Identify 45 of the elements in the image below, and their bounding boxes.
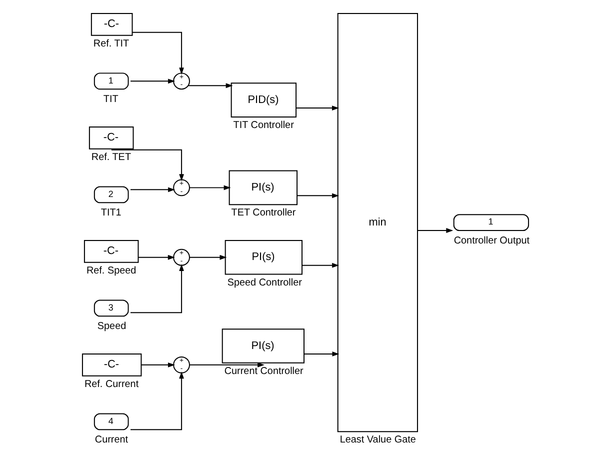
node-box: -C- bbox=[82, 353, 142, 376]
node-box: PID(s) bbox=[230, 82, 297, 118]
arrow bbox=[130, 264, 184, 314]
arrow bbox=[189, 185, 231, 190]
node-label: TIT Controller bbox=[233, 120, 294, 131]
node-box: -C- bbox=[84, 240, 139, 263]
arrow bbox=[130, 78, 176, 84]
node-box: 2 bbox=[94, 186, 129, 204]
node-label: Least Value Gate bbox=[340, 434, 416, 446]
arrow bbox=[189, 254, 227, 260]
arrow bbox=[130, 187, 176, 192]
node-label: Ref. Current bbox=[84, 378, 139, 390]
node-label: Current Controller bbox=[224, 366, 304, 377]
arrow bbox=[296, 193, 340, 198]
arrow bbox=[130, 372, 184, 430]
node-box: 3 bbox=[94, 300, 129, 317]
arrow bbox=[132, 32, 184, 75]
node-label: Ref. Speed bbox=[86, 265, 136, 276]
arrow bbox=[417, 228, 454, 233]
arrow bbox=[188, 83, 233, 88]
node-label: TIT1 bbox=[100, 208, 122, 219]
arrow bbox=[189, 362, 265, 368]
node-box: 4 bbox=[94, 413, 129, 430]
node-label: Speed Controller bbox=[227, 277, 302, 288]
node-box: -C- bbox=[88, 126, 134, 150]
arrow bbox=[138, 254, 175, 260]
node-box: PI(s) bbox=[224, 240, 303, 275]
node-label: Current bbox=[94, 434, 128, 446]
arrow bbox=[110, 149, 184, 182]
node-box: -C- bbox=[90, 12, 133, 36]
arrow bbox=[304, 352, 340, 356]
node-box: min bbox=[337, 12, 418, 432]
node-label: TET Controller bbox=[231, 208, 296, 219]
node-box: 1 bbox=[94, 72, 129, 90]
node-label: Ref. TET bbox=[91, 152, 132, 163]
arrow bbox=[296, 106, 339, 110]
node-box: 1 bbox=[453, 214, 530, 231]
node-label: TIT bbox=[103, 94, 118, 106]
node-label: Speed bbox=[97, 321, 126, 332]
node-label: Ref. TIT bbox=[93, 38, 130, 50]
node-label: Controller Output bbox=[454, 235, 530, 246]
arrow bbox=[302, 262, 340, 268]
node-box: PI(s) bbox=[222, 328, 304, 364]
node-box: PI(s) bbox=[228, 170, 298, 206]
arrow bbox=[140, 362, 176, 368]
